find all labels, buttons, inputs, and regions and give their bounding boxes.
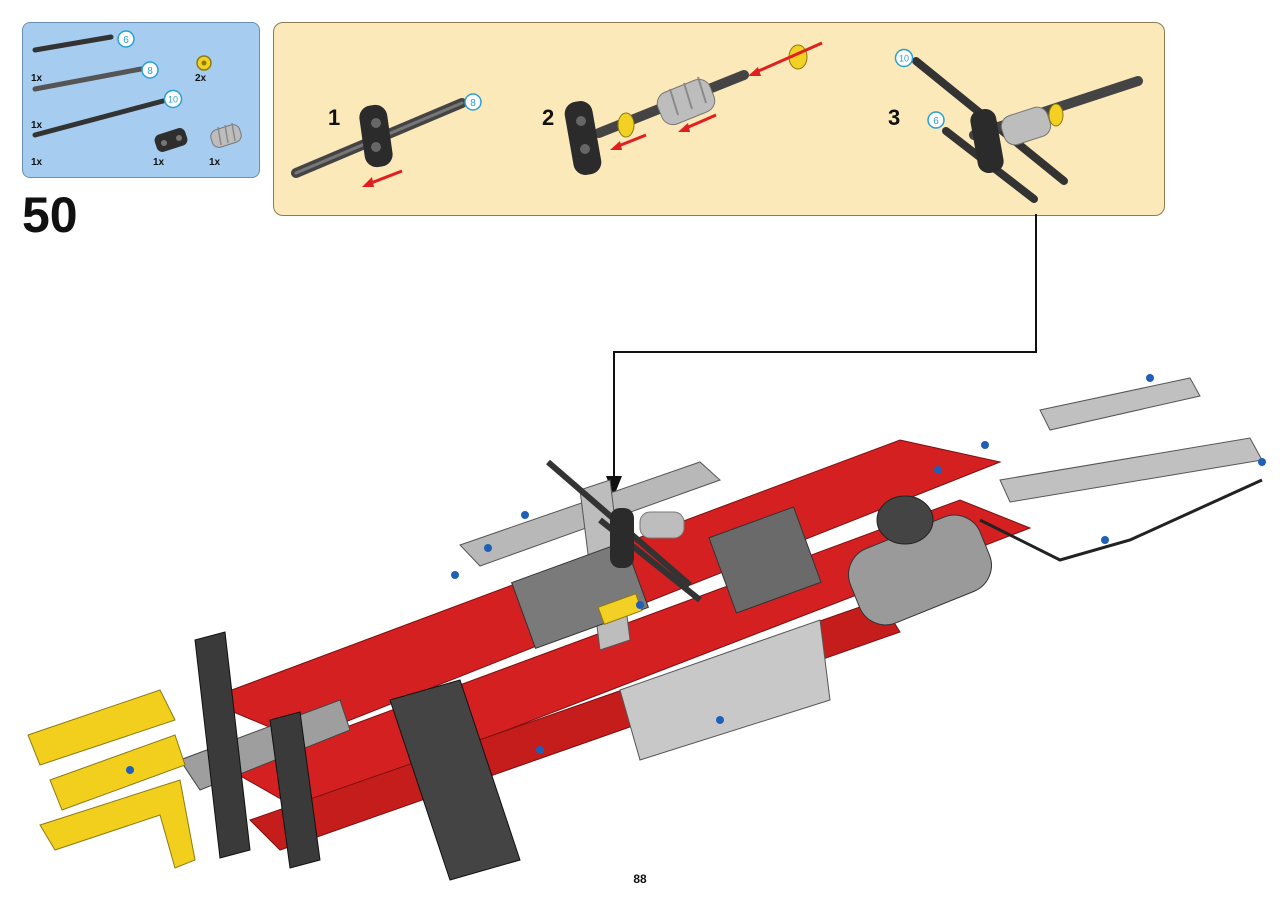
blue-pins xyxy=(126,374,1266,774)
motor xyxy=(848,495,992,626)
gearbox xyxy=(511,506,822,650)
parts-list-illustration xyxy=(32,34,242,152)
yellow-front-arms xyxy=(27,689,196,869)
sub-step-1-number: 1 xyxy=(328,105,341,130)
sub-steps-illustration xyxy=(291,41,1143,203)
length-badge-8: 8 xyxy=(141,61,159,79)
worm-gear-part xyxy=(210,122,242,148)
sub-step-2-number: 2 xyxy=(542,105,555,130)
axle-8-part xyxy=(32,66,144,92)
qty-axle-10: 1x xyxy=(31,157,43,168)
sub-step-3-length-badge-6: 6 xyxy=(927,111,945,129)
cross-block-part xyxy=(154,128,188,152)
axle-6-part xyxy=(32,34,114,53)
qty-axle-8: 1x xyxy=(31,120,43,131)
sub-assembly-callout: 1 2 3 xyxy=(273,22,1165,216)
sub-step-1-drawing xyxy=(291,98,467,187)
black-lift-arms xyxy=(194,631,521,881)
inserted-sub-assembly xyxy=(546,459,702,603)
svg-text:6: 6 xyxy=(933,116,939,127)
sub-step-3-length-badge-10: 10 xyxy=(894,48,914,68)
qty-worm-gear: 1x xyxy=(209,157,221,168)
length-badge-10: 10 xyxy=(163,89,183,109)
parts-list-box: 6 8 10 1x 1x 1x 2x 1x 1x xyxy=(22,22,260,178)
qty-cross-block: 1x xyxy=(153,157,165,168)
svg-text:8: 8 xyxy=(470,98,476,109)
svg-text:6: 6 xyxy=(123,35,129,46)
svg-text:8: 8 xyxy=(147,66,153,77)
svg-text:10: 10 xyxy=(168,95,178,105)
sub-step-3-number: 3 xyxy=(888,105,901,130)
sub-step-3-drawing xyxy=(912,57,1143,203)
svg-text:10: 10 xyxy=(899,54,909,64)
sub-step-2-drawing xyxy=(564,41,823,175)
gray-frame-parts xyxy=(179,377,1263,791)
step-number: 50 xyxy=(22,187,78,243)
page-number: 88 xyxy=(633,872,647,886)
qty-axle-6: 1x xyxy=(31,73,43,84)
sub-step-1-length-badge: 8 xyxy=(464,93,482,111)
qty-bush: 2x xyxy=(195,73,207,84)
bush-part xyxy=(196,55,212,71)
length-badge-6: 6 xyxy=(117,30,135,48)
motor-cable xyxy=(979,478,1263,562)
axle-10-part xyxy=(32,98,166,138)
